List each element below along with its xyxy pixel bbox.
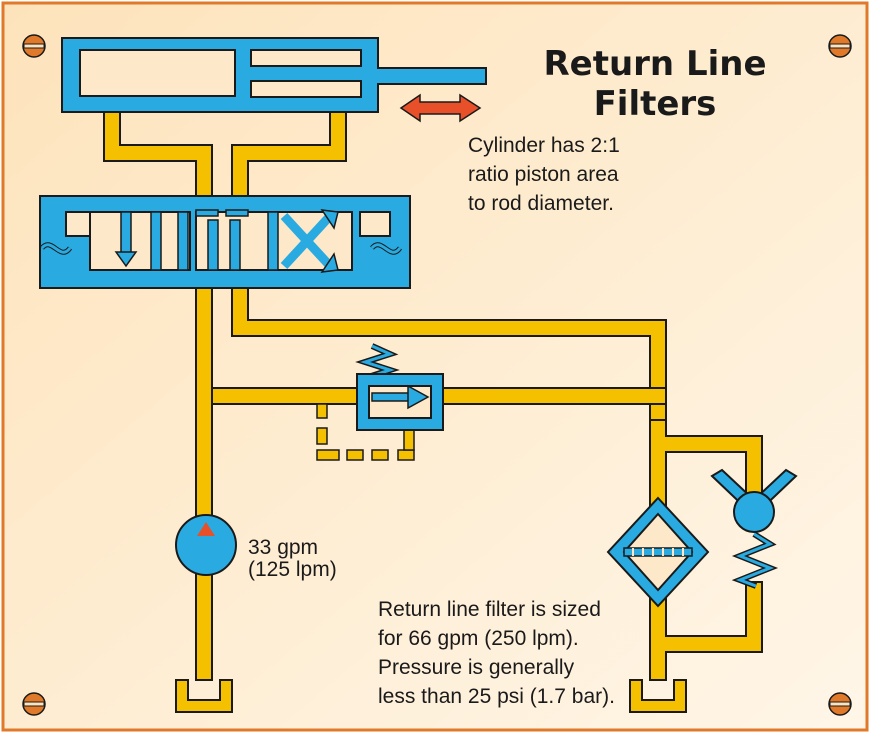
cylinder-note-line: to rod diameter. [468,192,614,215]
filter-note-line: Return line filter is sized [378,598,601,621]
filter-note-line: Pressure is generally [378,656,575,679]
screw-icon [828,692,852,716]
valve-symbol [39,195,411,289]
pump-flow-line: 33 gpm [248,536,319,559]
tank-symbol [629,679,687,713]
cylinder-note: Cylinder has 2:1 ratio piston area to ro… [468,131,620,218]
pressure-line [195,283,213,681]
tank-symbol [175,679,233,713]
filter-note-line: for 66 gpm (250 lpm). [378,627,579,650]
filter-note-line: less than 25 psi (1.7 bar). [378,685,615,708]
motion-arrow-icon [399,93,482,123]
pump-flow-label: 33 gpm (125 lpm) [248,537,337,581]
title-line-1: Return Line [543,44,767,84]
check-valve-symbol [710,468,798,589]
line-to-relief [211,387,358,405]
pilot-line [316,403,415,461]
page-title: Return Line Filters [520,44,790,124]
screw-icon [22,34,46,58]
title-line-2: Filters [593,84,717,124]
filter-symbol [606,496,710,608]
pump-symbol [175,514,237,576]
screw-icon [828,34,852,58]
cylinder-note-line: Cylinder has 2:1 [468,134,620,157]
relief-valve-symbol [355,343,444,431]
cylinder-note-line: ratio piston area [468,163,619,186]
pump-flow-line: (125 lpm) [248,558,337,581]
cylinder-symbol [61,37,487,113]
line-from-relief [439,387,667,405]
screw-icon [22,692,46,716]
filter-note: Return line filter is sized for 66 gpm (… [378,595,615,711]
